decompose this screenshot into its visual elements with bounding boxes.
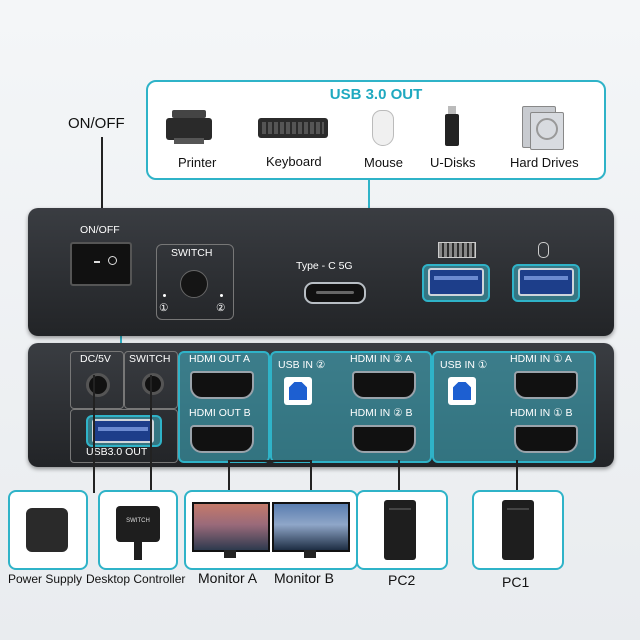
- device-label-keyboard: Keyboard: [266, 154, 322, 169]
- switch-label-1: ①: [159, 302, 169, 314]
- typec-label: Type - C 5G: [296, 260, 353, 272]
- hard-drive-icon: [522, 106, 566, 150]
- printer-icon: [166, 110, 212, 146]
- desktop-controller-label: Desktop Controller: [86, 572, 186, 586]
- power-supply-box: [8, 490, 88, 570]
- back-panel: DC/5V SWITCH USB3.0 OUT HDMI OUT A HDMI …: [28, 343, 614, 467]
- hdmi-in-1b-port[interactable]: [514, 425, 578, 453]
- monitor-b-icon: [272, 502, 350, 552]
- usb-out-port[interactable]: [92, 419, 154, 443]
- device-label-printer: Printer: [178, 155, 217, 170]
- device-label-mouse: Mouse: [364, 155, 404, 170]
- usb-out-label: USB3.0 OUT: [86, 446, 148, 458]
- u-disk-icon: [445, 106, 459, 146]
- usb-in-2-label: USB IN ②: [278, 359, 326, 371]
- led-1: [163, 294, 166, 297]
- switch-jack[interactable]: [142, 373, 164, 395]
- dc-label: DC/5V: [80, 353, 111, 365]
- back-switch-label: SWITCH: [129, 353, 171, 365]
- keyboard-icon: [258, 118, 328, 138]
- monitor-a-icon: [192, 502, 270, 552]
- hdmi-out-b-port[interactable]: [190, 425, 254, 453]
- power-adapter-icon: [26, 508, 68, 552]
- usb-in-2-port[interactable]: [284, 377, 312, 405]
- switch-label-2: ②: [216, 302, 226, 314]
- desktop-controller-box: SWITCH: [98, 490, 178, 570]
- monitor-a-label: Monitor A: [198, 570, 258, 586]
- hdmi-in-1b-label: HDMI IN ① B: [510, 407, 573, 419]
- typec-port[interactable]: [304, 282, 366, 304]
- pc2-tower-icon: [384, 500, 416, 560]
- switch-button[interactable]: [180, 270, 208, 298]
- usb-port-front-1[interactable]: [428, 268, 484, 296]
- controller-switch-text: SWITCH: [126, 518, 150, 524]
- keyboard-small-icon: [438, 242, 476, 258]
- pc2-label: PC2: [388, 572, 416, 588]
- hdmi-out-b-label: HDMI OUT B: [189, 407, 251, 419]
- on-off-callout: ON/OFF: [68, 115, 125, 132]
- hdmi-in-2a-label: HDMI IN ② A: [350, 353, 412, 365]
- device-label-hard-drives: Hard Drives: [510, 155, 579, 170]
- hdmi-in-1a-port[interactable]: [514, 371, 578, 399]
- device-label-u-disks: U-Disks: [430, 155, 476, 170]
- usb-in-1-port[interactable]: [448, 377, 476, 405]
- hdmi-out-a-port[interactable]: [190, 371, 254, 399]
- pc1-tower-icon: [502, 500, 534, 560]
- dc-area: [70, 351, 124, 409]
- hdmi-in-2b-label: HDMI IN ② B: [350, 407, 413, 419]
- hdmi-in-2a-port[interactable]: [352, 371, 416, 399]
- hdmi-out-a-label: HDMI OUT A: [189, 353, 251, 365]
- front-on-off-label: ON/OFF: [80, 224, 120, 236]
- power-switch[interactable]: [70, 242, 132, 286]
- pc1-box: [472, 490, 564, 570]
- pc1-label: PC1: [502, 574, 530, 590]
- usb-out-area: [70, 409, 178, 463]
- mouse-small-icon: [538, 242, 549, 258]
- front-panel: ON/OFF SWITCH ① ② Type - C 5G: [28, 208, 614, 336]
- mouse-icon: [372, 110, 394, 146]
- led-2: [220, 294, 223, 297]
- usb-out-box: USB 3.0 OUT Printer Keyboard Mouse U-Dis…: [146, 80, 606, 180]
- dc-jack[interactable]: [86, 373, 110, 397]
- monitors-box: [184, 490, 358, 570]
- front-switch-label: SWITCH: [171, 247, 213, 259]
- switch-area: [156, 244, 234, 320]
- monitor-b-label: Monitor B: [274, 570, 334, 586]
- pc2-box: [356, 490, 448, 570]
- desktop-controller-icon: SWITCH: [116, 506, 160, 542]
- usb-port-front-2[interactable]: [518, 268, 574, 296]
- usb-out-title: USB 3.0 OUT: [329, 86, 423, 103]
- hdmi-in-1a-label: HDMI IN ① A: [510, 353, 572, 365]
- usb-in-1-label: USB IN ①: [440, 359, 488, 371]
- power-supply-label: Power Supply: [8, 572, 83, 586]
- hdmi-in-2b-port[interactable]: [352, 425, 416, 453]
